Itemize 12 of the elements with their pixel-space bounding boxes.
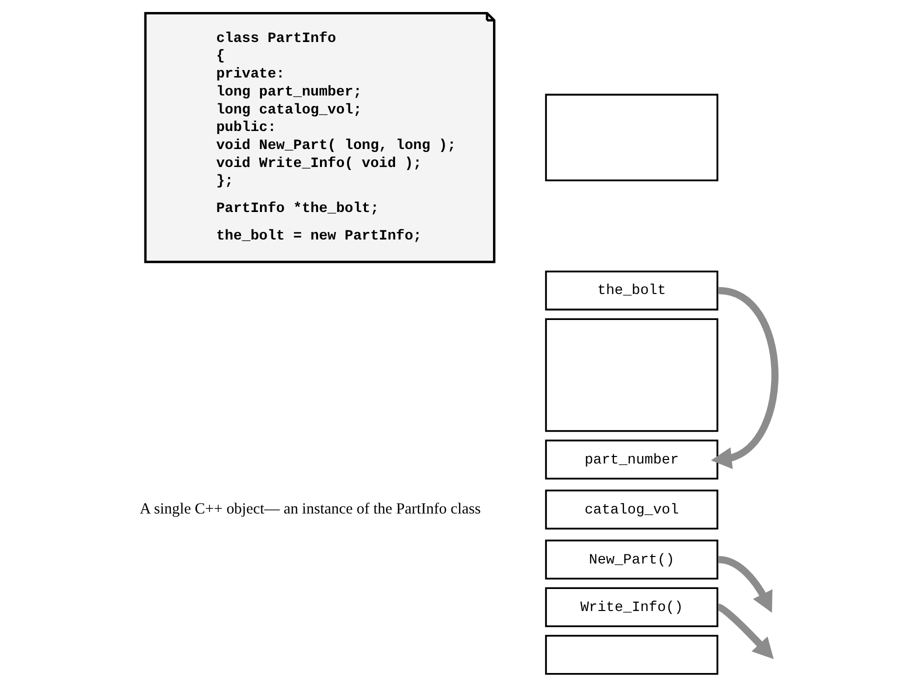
node-box: catalog_vol — [544, 490, 718, 530]
node-box: the_bolt — [544, 270, 718, 310]
node-box: Write_Info() — [544, 587, 718, 628]
node-box: New_Part() — [544, 540, 718, 580]
arrow — [717, 604, 774, 660]
node-box — [544, 318, 718, 432]
node-box — [544, 94, 718, 182]
label: A single C++ object— an instance of the PartInfo class — [139, 500, 480, 518]
node-box: part_number — [544, 440, 718, 480]
arrow — [718, 556, 772, 613]
node-box — [544, 634, 718, 675]
arrow — [710, 287, 778, 470]
